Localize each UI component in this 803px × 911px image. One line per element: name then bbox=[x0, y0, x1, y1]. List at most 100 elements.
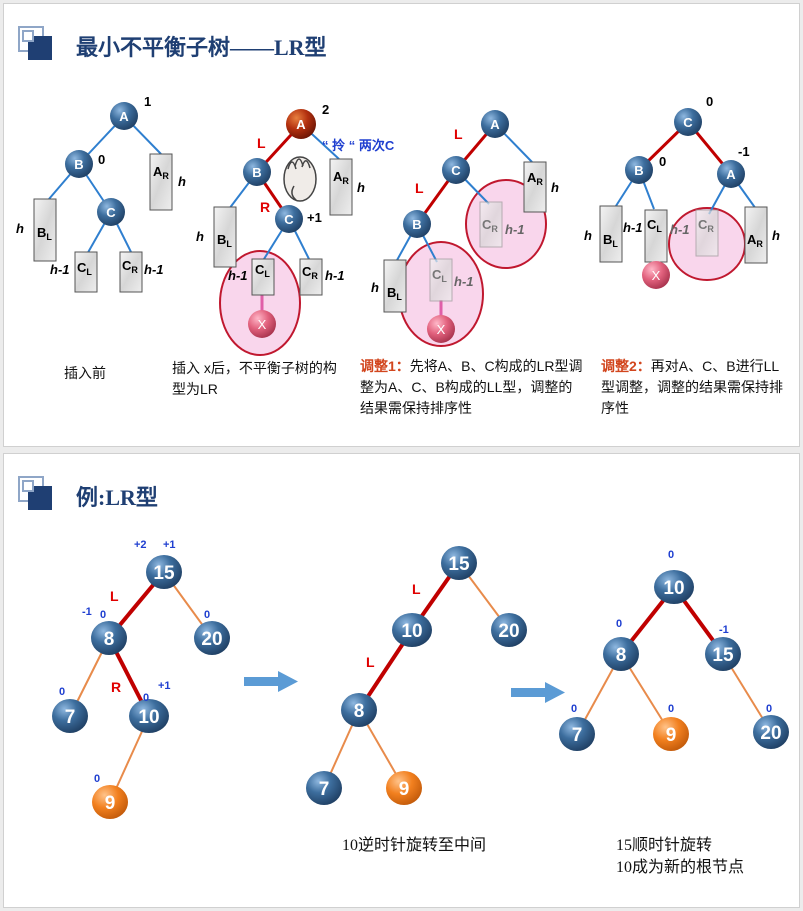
balance-factor: 2 bbox=[322, 102, 329, 117]
subtree-bl bbox=[213, 206, 237, 268]
svg-text:CR: CR bbox=[122, 258, 138, 275]
panel-lr-type-example: 例:LR型 15 8 20 7 10 bbox=[3, 453, 800, 908]
svg-text:9: 9 bbox=[399, 779, 410, 800]
svg-text:9: 9 bbox=[105, 793, 116, 814]
subtree-cr bbox=[695, 209, 719, 257]
balance-factor: 0 bbox=[204, 609, 210, 621]
node-7 bbox=[52, 699, 88, 733]
grab-hand-icon bbox=[283, 156, 317, 202]
balance-factor: +1 bbox=[158, 680, 171, 692]
edge-label-r: R bbox=[260, 199, 270, 215]
svg-text:20: 20 bbox=[498, 621, 519, 642]
node-8 bbox=[91, 621, 127, 655]
subtree-cr bbox=[479, 201, 503, 248]
svg-text:A: A bbox=[726, 167, 736, 182]
height-label: h-1 bbox=[144, 262, 164, 277]
tree-after-insert: BL AR CL CR h h h-1 h-1 A B C X 2 +1 bbox=[196, 102, 395, 356]
height-label: h bbox=[178, 174, 186, 189]
section-title: 例:LR型 bbox=[76, 485, 158, 510]
edge-label-l: L bbox=[412, 581, 421, 597]
subtree-ar bbox=[149, 153, 173, 211]
balance-factor: 0 bbox=[766, 703, 772, 715]
svg-text:C: C bbox=[284, 212, 294, 227]
balance-factor: +2 bbox=[134, 539, 147, 551]
balance-factor: +1 bbox=[163, 539, 176, 551]
node-a-unbalanced bbox=[286, 109, 316, 139]
example-tree-3: 10 8 15 7 9 20 0 0 -1 0 0 0 bbox=[559, 549, 789, 751]
node-x bbox=[248, 310, 276, 338]
node-9 bbox=[653, 717, 689, 751]
edge-label-l: L bbox=[454, 126, 463, 142]
caption-rotate-right-1: 15顺时针旋转 bbox=[616, 837, 713, 854]
svg-text:BL: BL bbox=[603, 232, 618, 249]
node-c bbox=[97, 198, 125, 226]
svg-text:C: C bbox=[451, 163, 461, 178]
svg-text:8: 8 bbox=[616, 645, 627, 666]
subtree-ar bbox=[744, 206, 768, 264]
node-7 bbox=[306, 771, 342, 805]
tree-adjust-1: AR CR BL CL h h-1 h h-1 A C B X L L bbox=[371, 110, 559, 347]
svg-text:A: A bbox=[296, 117, 306, 132]
subtree-cr bbox=[299, 258, 323, 296]
svg-text:8: 8 bbox=[104, 629, 115, 650]
svg-text:15: 15 bbox=[712, 645, 734, 666]
subtree-cr bbox=[119, 251, 143, 293]
svg-text:BL: BL bbox=[37, 225, 52, 242]
height-label: h-1 bbox=[50, 262, 70, 277]
node-7 bbox=[559, 717, 595, 751]
svg-text:C: C bbox=[683, 115, 693, 130]
edge-label-l: L bbox=[110, 588, 119, 604]
svg-text:CL: CL bbox=[432, 267, 447, 284]
balance-factor: -1 bbox=[82, 606, 92, 618]
svg-text:X: X bbox=[652, 268, 661, 283]
node-8 bbox=[603, 637, 639, 671]
panel-lr-type-theory: 最小不平衡子树——LR型 bbox=[3, 3, 800, 447]
balance-factor: 0 bbox=[668, 549, 674, 561]
svg-text:X: X bbox=[258, 317, 267, 332]
edge-label-r: R bbox=[111, 679, 121, 695]
svg-text:h: h bbox=[371, 280, 379, 295]
svg-text:10: 10 bbox=[138, 707, 159, 728]
node-b bbox=[403, 210, 431, 238]
caption-adjust-2: 调整2：再对A、C、B进行LL型调整，调整的结果需保持排序性 bbox=[601, 358, 783, 416]
svg-text:15: 15 bbox=[448, 554, 470, 575]
svg-text:CL: CL bbox=[77, 260, 92, 277]
balance-factor: 0 bbox=[94, 773, 100, 785]
edge-label-l: L bbox=[366, 654, 375, 670]
balance-factor: 0 bbox=[706, 94, 713, 109]
subtree-bl bbox=[33, 198, 57, 262]
svg-text:h-1: h-1 bbox=[228, 268, 248, 283]
height-label: h bbox=[16, 221, 24, 236]
example-tree-2: 15 10 20 8 7 9 L L bbox=[306, 546, 527, 805]
node-10 bbox=[392, 613, 432, 647]
svg-text:h: h bbox=[551, 180, 559, 195]
svg-text:CR: CR bbox=[302, 264, 318, 281]
balance-factor: 0 bbox=[571, 703, 577, 715]
svg-text:X: X bbox=[437, 322, 446, 337]
balance-factor: 0 bbox=[59, 686, 65, 698]
svg-text:BL: BL bbox=[217, 232, 232, 249]
svg-text:10: 10 bbox=[663, 578, 684, 599]
svg-text:A: A bbox=[119, 109, 129, 124]
svg-text:h: h bbox=[357, 180, 365, 195]
svg-text:AR: AR bbox=[333, 169, 349, 186]
balance-factor: 1 bbox=[144, 94, 151, 109]
node-10 bbox=[654, 570, 694, 604]
balance-factor: 0 bbox=[143, 692, 149, 704]
node-x bbox=[642, 261, 670, 289]
svg-text:7: 7 bbox=[319, 779, 330, 800]
subtree-bl bbox=[383, 259, 407, 313]
node-9 bbox=[386, 771, 422, 805]
node-10 bbox=[129, 699, 169, 733]
svg-text:h: h bbox=[772, 228, 780, 243]
balance-factor: -1 bbox=[738, 144, 750, 159]
tree-before-insert: BL AR CL CR h h h-1 h-1 A B C 1 0 bbox=[16, 94, 186, 293]
subtree-ar bbox=[329, 158, 353, 216]
balance-factor: -1 bbox=[719, 624, 729, 636]
node-a bbox=[481, 110, 509, 138]
node-9 bbox=[92, 785, 128, 819]
balance-factor: 0 bbox=[616, 618, 622, 630]
section-square-icon bbox=[18, 26, 54, 62]
svg-text:h: h bbox=[584, 228, 592, 243]
node-c bbox=[442, 156, 470, 184]
